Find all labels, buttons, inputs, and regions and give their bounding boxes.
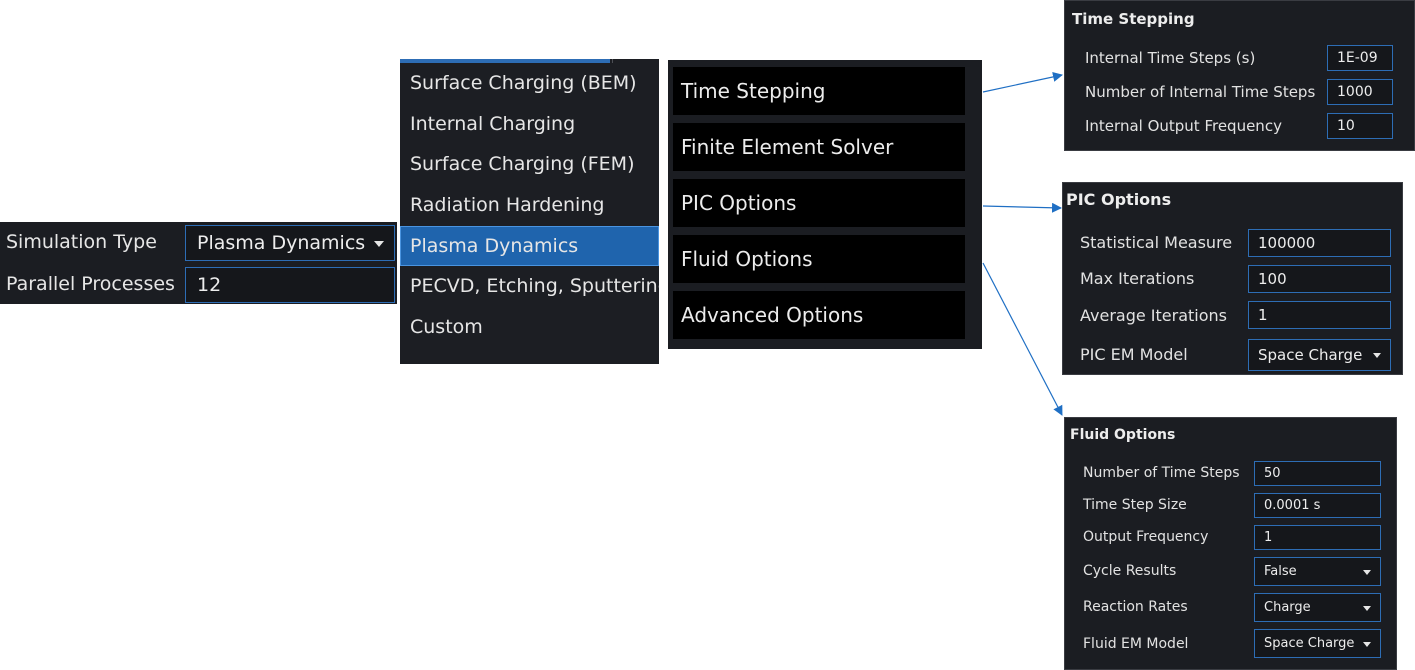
simulation-type-value: Plasma Dynamics: [197, 232, 366, 254]
reaction-rates-select[interactable]: Charge: [1254, 593, 1381, 622]
cycle-results-value: False: [1264, 564, 1297, 579]
simulation-settings-panel: Simulation Type Plasma Dynamics Parallel…: [0, 222, 397, 304]
section-advanced-options[interactable]: Advanced Options: [673, 291, 965, 339]
pic-options-title: PIC Options: [1066, 190, 1172, 209]
chevron-down-icon: [1373, 353, 1381, 358]
arrow-to-pic-options: [982, 202, 1062, 213]
arrow-to-time-stepping: [982, 72, 1063, 93]
fluid-options-title: Fluid Options: [1070, 427, 1176, 443]
internal-output-frequency-input[interactable]: 10: [1327, 113, 1393, 139]
internal-time-steps-label: Internal Time Steps (s): [1085, 49, 1256, 67]
pic-em-model-label: PIC EM Model: [1080, 345, 1188, 364]
chevron-down-icon: [1363, 570, 1371, 575]
cycle-results-select[interactable]: False: [1254, 557, 1381, 586]
dropdown-item-internal-charging[interactable]: Internal Charging: [410, 113, 576, 135]
dropdown-item-plasma-dynamics[interactable]: Plasma Dynamics: [400, 226, 659, 266]
dropdown-item-surface-charging-bem[interactable]: Surface Charging (BEM): [410, 72, 637, 94]
options-section-list: Time Stepping Finite Element Solver Opti…: [668, 60, 982, 349]
arrow-to-fluid-options: [982, 262, 1063, 416]
number-internal-time-steps-input[interactable]: 1000: [1327, 79, 1393, 105]
pic-em-model-value: Space Charge: [1258, 346, 1363, 364]
simulation-type-select[interactable]: Plasma Dynamics: [185, 225, 395, 261]
fluid-em-model-select[interactable]: Space Charge: [1254, 629, 1381, 658]
fluid-options-panel: Fluid Options Number of Time Steps 50 Ti…: [1064, 417, 1397, 670]
time-stepping-title: Time Stepping: [1072, 10, 1195, 28]
number-of-time-steps-label: Number of Time Steps: [1083, 465, 1240, 481]
max-iterations-label: Max Iterations: [1080, 269, 1195, 288]
average-iterations-input[interactable]: 1: [1248, 301, 1391, 329]
output-frequency-input[interactable]: 1: [1254, 525, 1381, 550]
parallel-processes-input[interactable]: 12: [185, 267, 395, 303]
internal-time-steps-input[interactable]: 1E-09: [1327, 45, 1393, 71]
time-step-size-label: Time Step Size: [1083, 497, 1187, 513]
statistical-measure-label: Statistical Measure: [1080, 233, 1233, 252]
chevron-down-icon: [374, 241, 384, 247]
internal-output-frequency-label: Internal Output Frequency: [1085, 117, 1282, 135]
dropdown-item-radiation-hardening[interactable]: Radiation Hardening: [410, 194, 605, 216]
section-fluid-options[interactable]: Fluid Options: [673, 235, 965, 283]
pic-em-model-select[interactable]: Space Charge: [1248, 339, 1391, 371]
statistical-measure-input[interactable]: 100000: [1248, 229, 1391, 257]
fluid-em-model-label: Fluid EM Model: [1083, 636, 1189, 652]
number-internal-time-steps-label: Number of Internal Time Steps: [1085, 83, 1316, 101]
output-frequency-label: Output Frequency: [1083, 529, 1209, 545]
fluid-em-model-value: Space Charge: [1264, 636, 1355, 651]
simulation-type-dropdown-list: Surface Charging (BEM) Internal Charging…: [400, 59, 659, 364]
dropdown-item-custom[interactable]: Custom: [410, 316, 483, 338]
dropdown-anchor: [400, 59, 610, 63]
max-iterations-input[interactable]: 100: [1248, 265, 1391, 293]
chevron-down-icon: [1363, 642, 1371, 647]
pic-options-panel: PIC Options Statistical Measure 100000 M…: [1062, 182, 1403, 375]
simulation-type-label: Simulation Type: [6, 231, 157, 253]
dropdown-item-surface-charging-fem[interactable]: Surface Charging (FEM): [410, 153, 635, 175]
number-of-time-steps-input[interactable]: 50: [1254, 461, 1381, 486]
section-time-stepping[interactable]: Time Stepping: [673, 67, 965, 115]
section-pic-options[interactable]: PIC Options: [673, 179, 965, 227]
dropdown-item-pecvd-etching-sputtering[interactable]: PECVD, Etching, Sputtering: [410, 275, 659, 297]
reaction-rates-value: Charge: [1264, 600, 1311, 615]
reaction-rates-label: Reaction Rates: [1083, 599, 1188, 615]
parallel-processes-label: Parallel Processes: [6, 273, 175, 295]
time-step-size-input[interactable]: 0.0001 s: [1254, 493, 1381, 518]
average-iterations-label: Average Iterations: [1080, 306, 1227, 325]
cycle-results-label: Cycle Results: [1083, 563, 1177, 579]
time-stepping-panel: Time Stepping Internal Time Steps (s) 1E…: [1064, 0, 1415, 151]
chevron-down-icon: [1363, 606, 1371, 611]
